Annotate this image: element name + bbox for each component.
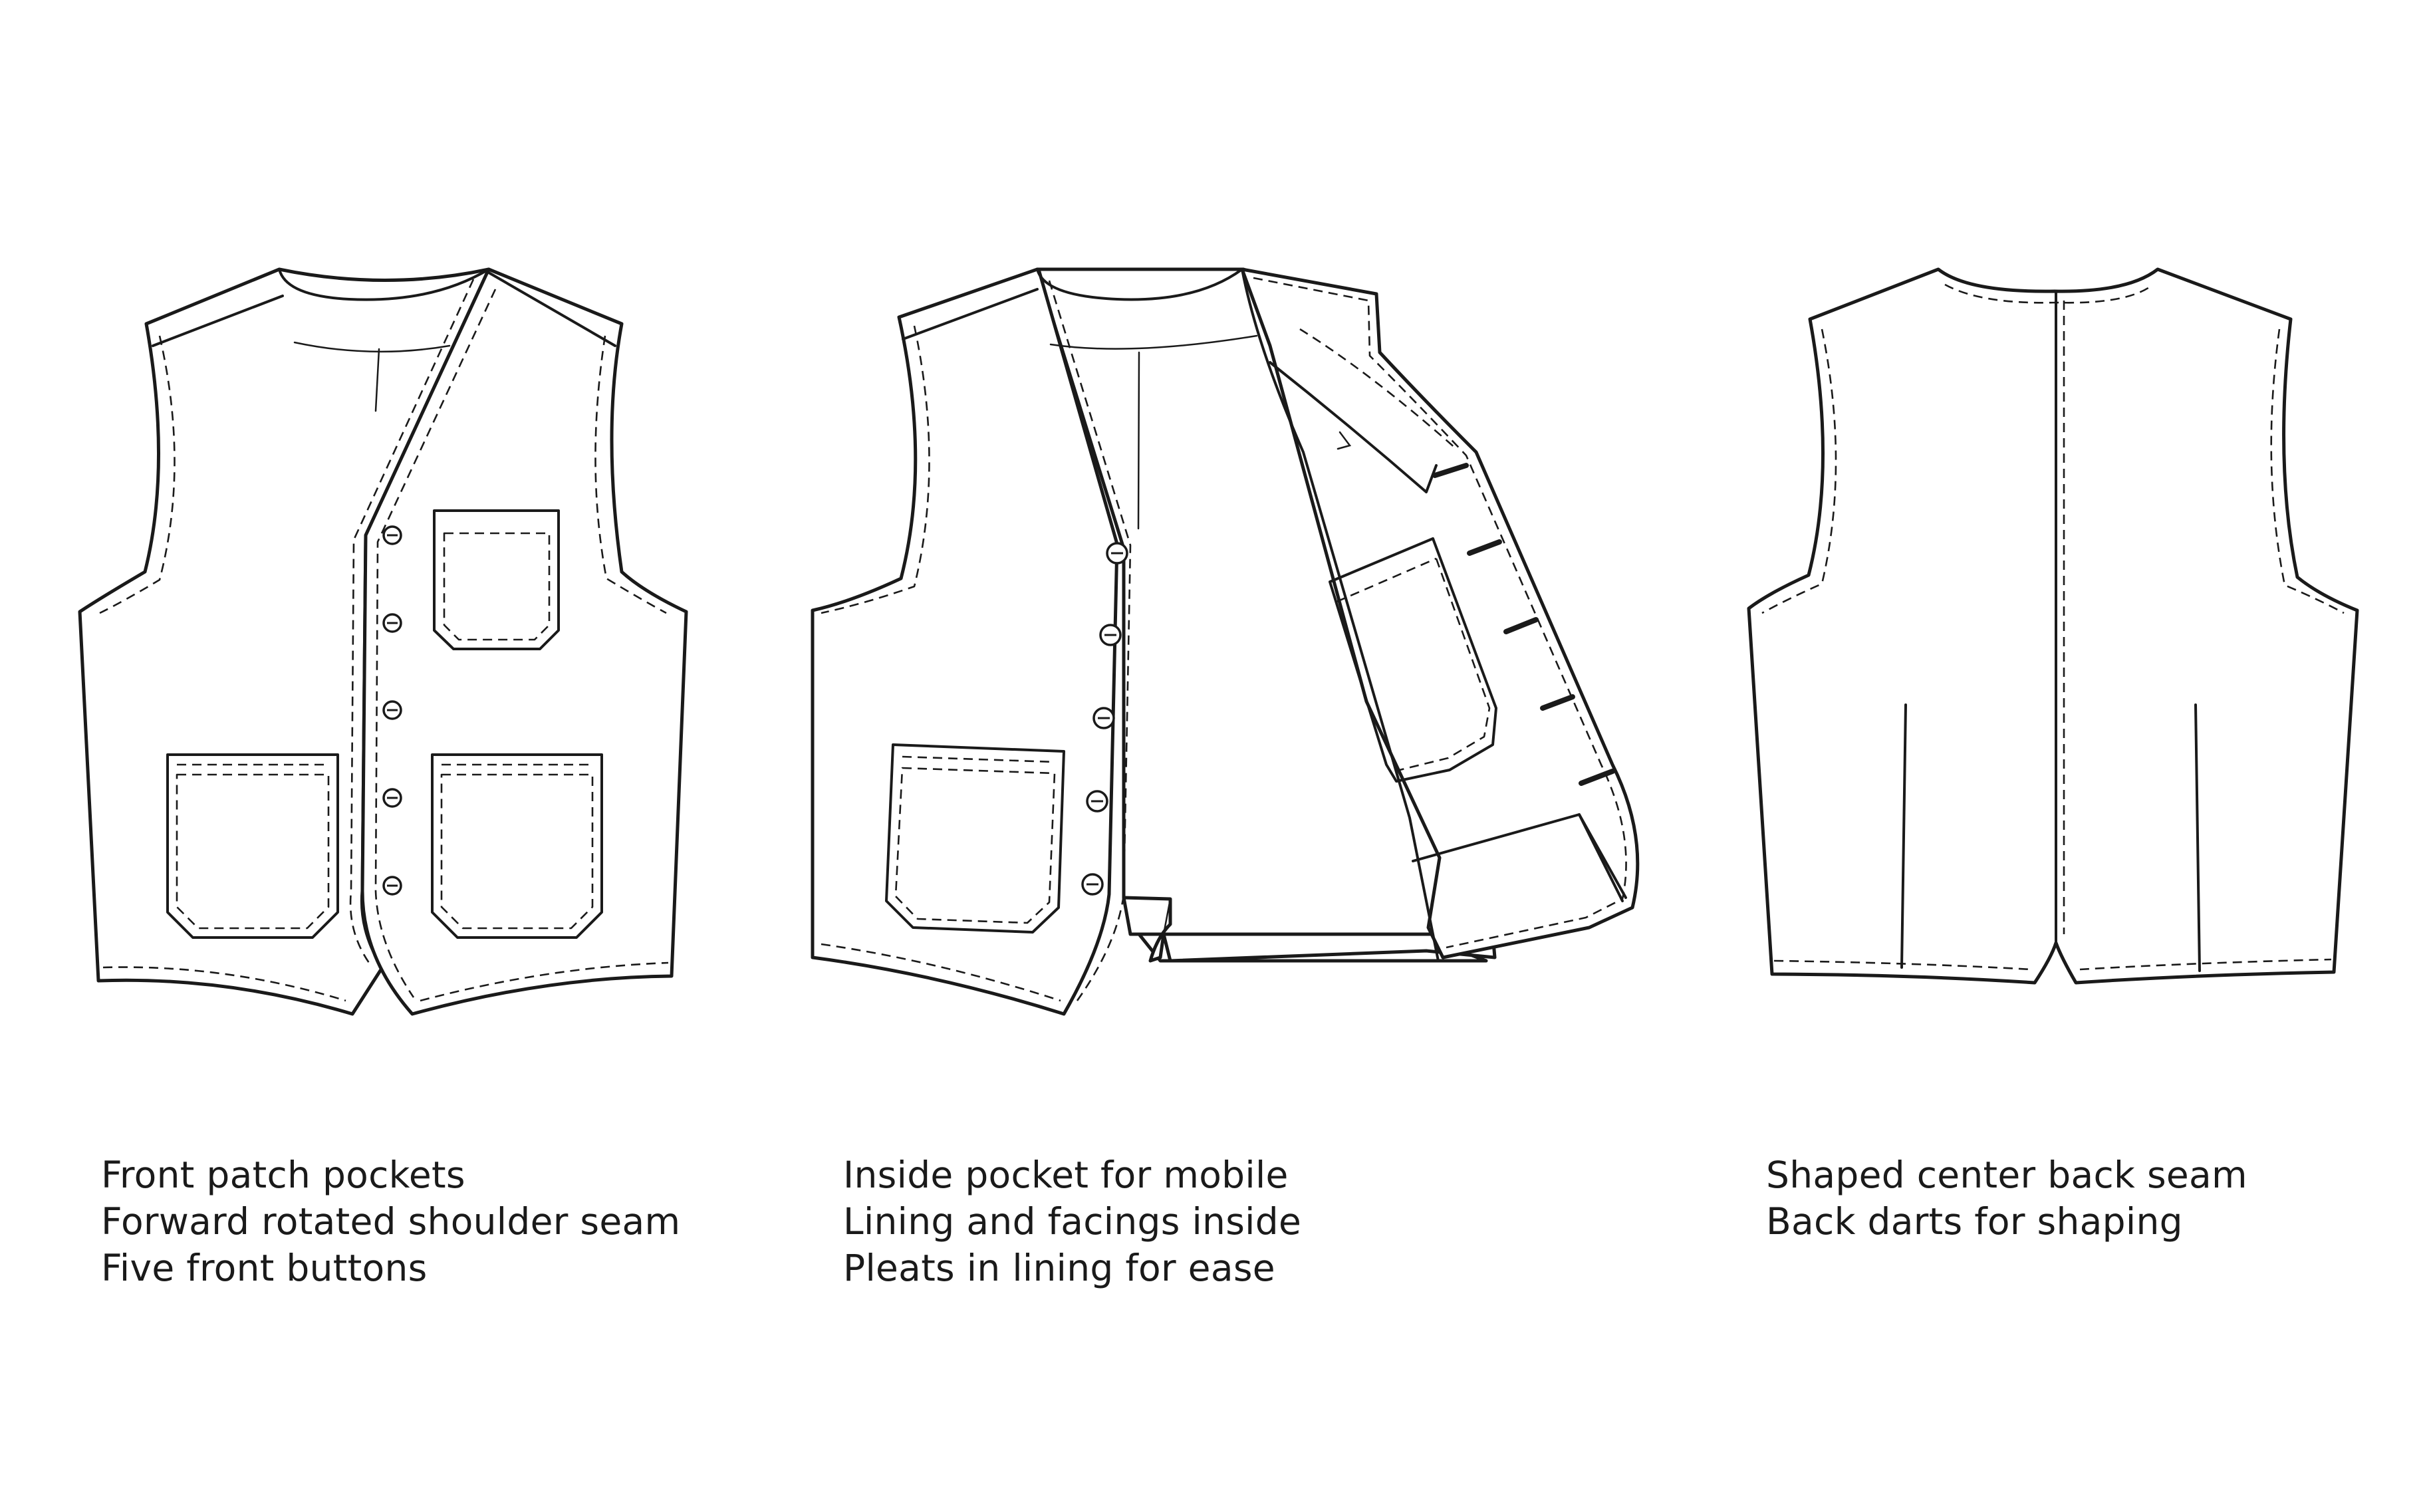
front-right-hem-stitch: [420, 961, 669, 1002]
front-right-edge-stitch: [374, 289, 497, 998]
open-inside-pocket-stitch: [1336, 557, 1437, 603]
open-lining-side-seam: [1578, 813, 1627, 899]
buttonhole-mark: [1579, 769, 1615, 786]
open-left-armhole-stitch: [821, 325, 930, 614]
back-view-caption: Shaped center back seam Back darts for s…: [1766, 1152, 2247, 1245]
front-left-panel: [78, 267, 491, 1016]
back-left-dart: [1900, 703, 1907, 969]
front-back-neck: [278, 268, 490, 301]
open-left-edge-stitch: [1048, 280, 1132, 1001]
open-lower-pocket-stitch: [894, 767, 1056, 924]
buttonhole-mark: [1503, 617, 1539, 634]
open-inside-pocket: [1329, 537, 1497, 783]
open-facing-panel: [1240, 267, 1640, 959]
front-left-hem-stitch: [102, 966, 346, 1002]
front-lower-right-pocket-stitch: [440, 773, 594, 930]
back-left-armhole-stitch: [1761, 328, 1837, 614]
open-lower-pocket-top: [902, 755, 1055, 763]
front-lower-left-pocket-stitch: [176, 773, 330, 930]
vest-open-view: [811, 267, 1640, 1016]
button-icon: [1086, 790, 1108, 813]
vest-back-view: [1747, 267, 2359, 985]
back-right-armhole-stitch: [2270, 328, 2345, 614]
caption-line: Pleats in lining for ease: [843, 1247, 1275, 1289]
open-left-shoulder-seam: [902, 288, 1039, 340]
front-left-shoulder-seam: [152, 295, 284, 347]
open-view-caption: Inside pocket for mobile Lining and faci…: [843, 1152, 1301, 1291]
open-lining-pleat-dart: [1337, 431, 1352, 450]
buttonhole-mark: [1432, 463, 1469, 478]
front-chest-pocket: [433, 509, 560, 650]
front-inside-pleat-mark: [374, 348, 380, 412]
caption-line: Forward rotated shoulder seam: [101, 1200, 681, 1243]
back-left-hem-stitch: [1773, 959, 2032, 971]
open-facing-edge-stitch: [1253, 277, 1627, 949]
button-icon: [382, 788, 402, 808]
button-icon: [382, 525, 402, 545]
caption-line: Back darts for shaping: [1766, 1200, 2183, 1243]
back-panel: [1747, 267, 2359, 985]
caption-line: Front patch pockets: [101, 1154, 465, 1196]
caption-line: Inside pocket for mobile: [843, 1154, 1289, 1196]
open-facing-outer: [1241, 268, 1440, 962]
open-facing-seam: [1269, 361, 1438, 493]
open-inside-pocket-stitch-side: [1399, 558, 1491, 771]
button-icon: [1081, 873, 1104, 896]
button-icon: [1106, 542, 1128, 565]
open-inside-pleat-mark: [1137, 351, 1140, 530]
open-buttons: [1081, 542, 1128, 896]
front-inside-neck-seam: [293, 341, 451, 353]
buttonhole-mark: [1540, 694, 1575, 711]
front-view-caption: Front patch pockets Forward rotated shou…: [101, 1152, 680, 1291]
button-icon: [1099, 624, 1122, 646]
front-right-armhole-stitch: [594, 335, 667, 614]
open-left-hem-stitch: [821, 943, 1061, 1002]
open-left-front-panel: [811, 267, 1119, 1016]
button-icon: [1092, 707, 1115, 729]
vest-front-view: [78, 267, 688, 1016]
front-chest-pocket-stitch: [443, 532, 551, 641]
front-right-panel: [360, 267, 688, 1016]
caption-line: Five front buttons: [101, 1247, 428, 1289]
back-right-dart: [2194, 703, 2201, 972]
front-buttons: [382, 525, 402, 896]
buttonhole-mark: [1467, 539, 1502, 556]
front-lower-left-pocket: [166, 753, 339, 939]
open-facing-edge-stitch-inner: [1299, 328, 1457, 449]
button-icon: [382, 876, 402, 896]
front-left-armhole-stitch: [99, 335, 176, 614]
button-icon: [382, 613, 402, 633]
front-lower-right-pocket: [431, 753, 603, 939]
open-lower-pocket: [885, 743, 1065, 934]
front-right-shoulder-seam: [487, 271, 616, 347]
back-right-hem-stitch: [2079, 958, 2332, 971]
button-icon: [382, 700, 402, 720]
open-lining-pleat-lines: [1162, 898, 1172, 936]
caption-line: Lining and facings inside: [843, 1200, 1302, 1243]
open-buttonholes: [1432, 463, 1615, 786]
open-inside-neck-seam: [1049, 334, 1258, 350]
caption-line: Shaped center back seam: [1766, 1154, 2247, 1196]
